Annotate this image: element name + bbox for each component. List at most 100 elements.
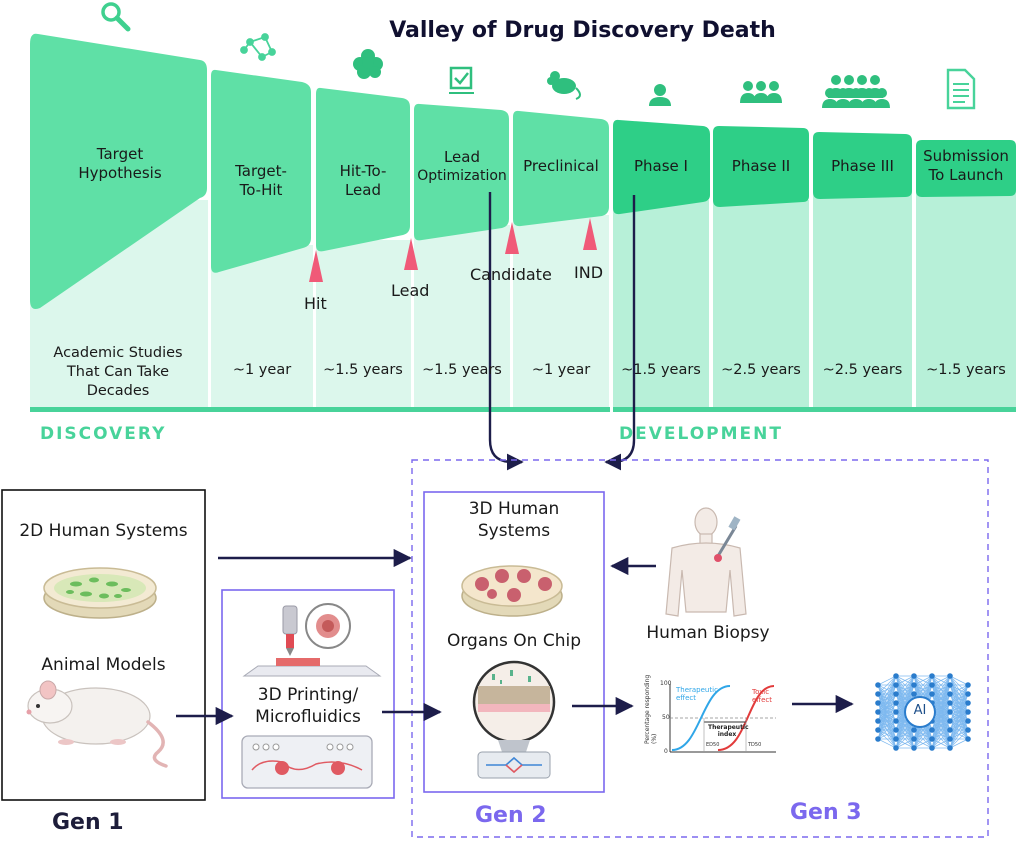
nn-edge bbox=[895, 675, 915, 704]
nn-edge bbox=[877, 675, 897, 731]
nn-node bbox=[947, 727, 953, 733]
candidate-marker bbox=[505, 222, 519, 254]
dose-response-chart bbox=[669, 684, 776, 753]
bioprinter-illustration bbox=[242, 603, 382, 677]
nn-edge bbox=[913, 720, 933, 749]
stage-lead-optimization bbox=[414, 103, 509, 241]
nn-node bbox=[947, 736, 953, 742]
lab-mouse-illustration bbox=[26, 680, 168, 768]
milestone-candidate: Candidate bbox=[470, 265, 552, 284]
nn-node bbox=[893, 718, 899, 724]
therapeutic-curve bbox=[671, 685, 731, 751]
nn-edge bbox=[913, 729, 933, 749]
nn-edge bbox=[877, 720, 897, 740]
nn-node bbox=[929, 682, 935, 688]
nn-edge bbox=[949, 711, 969, 749]
petri-dish-2d-icon bbox=[43, 567, 157, 619]
stage-phase-2 bbox=[713, 126, 809, 207]
nn-node bbox=[875, 727, 881, 733]
human-body-illustration bbox=[665, 507, 747, 617]
nn-edge bbox=[877, 702, 897, 740]
toxic-curve bbox=[717, 685, 775, 751]
stage-preclinical bbox=[513, 110, 609, 227]
nn-node bbox=[875, 736, 881, 742]
printing-label: 3D Printing/Microfluidics bbox=[255, 685, 361, 727]
milestone-markers bbox=[309, 218, 597, 282]
nn-node bbox=[911, 745, 917, 751]
nn-node bbox=[893, 709, 899, 715]
nn-edge bbox=[895, 720, 915, 749]
nn-node bbox=[947, 700, 953, 706]
nn-edge bbox=[877, 675, 897, 686]
biopsy-needle-icon bbox=[714, 516, 741, 562]
nn-node bbox=[947, 709, 953, 715]
nn-edge bbox=[931, 720, 951, 749]
gen2-box bbox=[423, 491, 605, 793]
mouse-icon bbox=[547, 71, 581, 100]
nn-edge bbox=[913, 675, 933, 686]
nn-edge bbox=[949, 702, 969, 749]
milestone-ind: IND bbox=[574, 263, 604, 282]
stage-target-hypothesis bbox=[30, 33, 207, 309]
dose-chart-td50: TD50 bbox=[748, 742, 762, 748]
gen1-box bbox=[1, 489, 206, 801]
nn-edge bbox=[877, 684, 897, 740]
nn-edge bbox=[877, 738, 897, 749]
ind-marker bbox=[583, 218, 597, 250]
nn-node bbox=[947, 718, 953, 724]
nn-edge bbox=[877, 675, 897, 722]
nn-edge bbox=[895, 729, 915, 749]
nn-node bbox=[911, 727, 917, 733]
dose-chart-tick-0: 0 bbox=[664, 748, 668, 755]
nn-edge bbox=[949, 684, 969, 695]
nn-edge bbox=[877, 675, 897, 704]
nn-node bbox=[965, 718, 971, 724]
nn-edge bbox=[931, 729, 951, 749]
human-biopsy-label: Human Biopsy bbox=[646, 623, 770, 643]
ai-label: AI bbox=[913, 703, 927, 718]
stage-label-phase-1: Phase I bbox=[634, 157, 688, 175]
nn-edge bbox=[877, 711, 897, 740]
nn-edge bbox=[931, 702, 951, 749]
discovery-baseline bbox=[30, 407, 610, 412]
nn-node bbox=[911, 673, 917, 679]
nn-node bbox=[893, 736, 899, 742]
nn-edge bbox=[931, 675, 951, 749]
nn-node bbox=[893, 691, 899, 697]
dose-chart-tick-100: 100 bbox=[660, 680, 672, 687]
stage-label-phase-3: Phase III bbox=[831, 157, 894, 175]
nn-edge bbox=[877, 675, 897, 713]
nn-node bbox=[893, 682, 899, 688]
development-baseline bbox=[613, 407, 1016, 412]
stage-shapes bbox=[30, 33, 1016, 309]
nn-edge bbox=[895, 675, 915, 713]
nn-edge bbox=[895, 675, 915, 722]
phase1-arrow bbox=[604, 195, 636, 471]
nn-edge bbox=[949, 675, 969, 686]
checkbox-icon bbox=[449, 66, 474, 94]
milestone-hit: Hit bbox=[304, 294, 327, 313]
nn-node bbox=[875, 691, 881, 697]
organ-on-chip-illustration bbox=[472, 660, 556, 779]
discovery-label: DISCOVERY bbox=[40, 424, 167, 444]
gen2-label: Gen 2 bbox=[475, 803, 547, 828]
nn-node bbox=[875, 700, 881, 706]
nn-edge bbox=[877, 675, 897, 740]
discovery-bands bbox=[30, 200, 609, 408]
dose-chart-ed50: ED50 bbox=[706, 742, 720, 748]
nn-edge bbox=[931, 675, 951, 686]
nn-node bbox=[965, 682, 971, 688]
nn-node bbox=[947, 673, 953, 679]
page-title: Valley of Drug Discovery Death bbox=[389, 18, 776, 43]
duration-phase-2: ~2.5 years bbox=[721, 362, 801, 378]
molecule-network-icon bbox=[240, 33, 276, 61]
nn-edge bbox=[949, 693, 969, 749]
lead-opt-arrow bbox=[488, 192, 524, 471]
nn-edge bbox=[877, 693, 897, 740]
neural-network-icon bbox=[875, 673, 971, 751]
nn-node bbox=[911, 691, 917, 697]
duration-phase-3: ~2.5 years bbox=[822, 362, 903, 378]
